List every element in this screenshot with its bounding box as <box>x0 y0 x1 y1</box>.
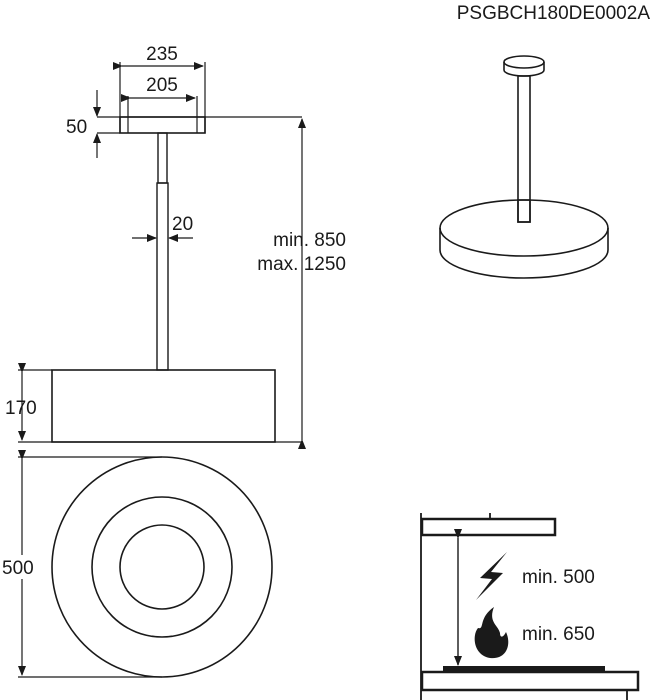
flame-icon <box>474 607 509 659</box>
dim-500-label: 500 <box>2 558 34 579</box>
ceiling-plate <box>119 116 206 134</box>
model-code: PSGBCH180DE0002A <box>457 3 651 24</box>
dim-max-label: max. 1250 <box>257 254 346 275</box>
electric-clearance-label: min. 500 <box>522 567 595 588</box>
gas-clearance-label: min. 650 <box>522 624 595 645</box>
clearance-diagram: min. 500 min. 650 <box>420 513 640 700</box>
top-view: 500 <box>0 450 273 678</box>
hood-body <box>51 369 276 443</box>
rod-upper <box>157 132 168 184</box>
rod-lower <box>156 182 169 371</box>
lightning-icon <box>476 552 507 600</box>
hood-side <box>420 517 557 537</box>
side-view: 235 205 50 20 min. 850 max. 1250 170 <box>5 44 346 449</box>
dim-235-label: 235 <box>146 44 178 65</box>
dim-20-label: 20 <box>172 214 193 235</box>
dim-50-label: 50 <box>66 117 87 138</box>
perspective-view <box>439 55 609 279</box>
cooktop <box>443 666 605 672</box>
dim-min-label: min. 850 <box>273 230 346 251</box>
dim-170-label: 170 <box>5 398 37 419</box>
worktop <box>420 670 640 692</box>
dim-205-label: 205 <box>146 75 178 96</box>
